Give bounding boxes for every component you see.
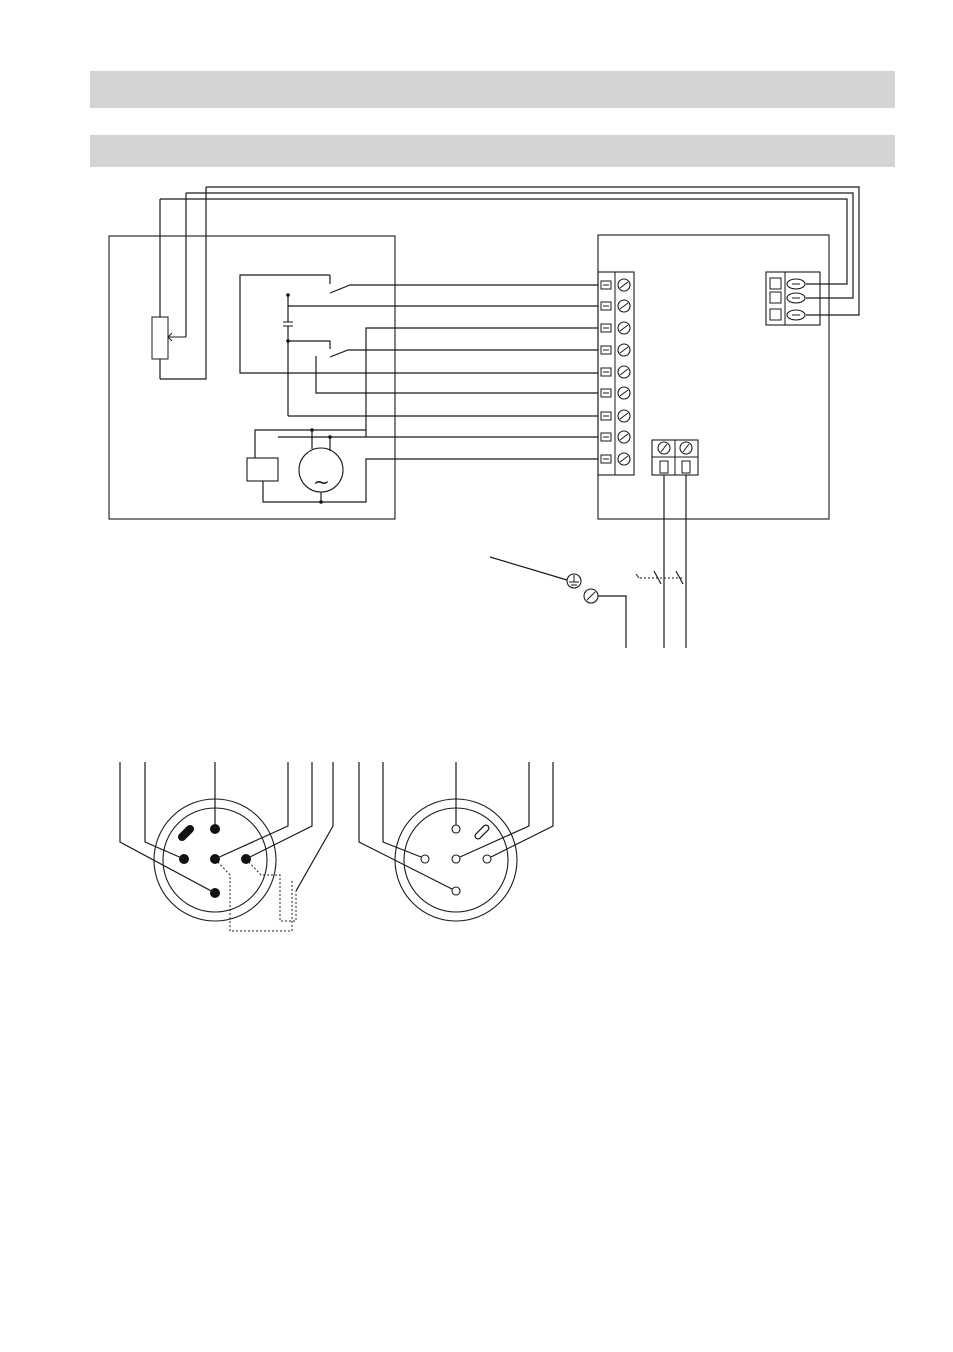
terminal-2 — [600, 299, 631, 313]
control-cable — [160, 186, 860, 316]
section-header-band — [90, 71, 895, 108]
terminal-3 — [600, 321, 631, 335]
terminal-7 — [600, 409, 631, 423]
terminal-block-main — [597, 271, 635, 476]
terminal-block-control — [765, 271, 821, 326]
left-unit-housing — [108, 235, 396, 520]
right-unit-housing — [597, 234, 830, 520]
terminal-8 — [600, 430, 631, 444]
right-unit — [597, 234, 830, 520]
switch-icon — [635, 570, 684, 585]
relay-coil — [246, 457, 279, 482]
xlr-female-icon — [119, 762, 334, 932]
motor-icon: ~ — [298, 447, 344, 494]
capacitor-icon — [283, 321, 293, 327]
control-terminal-1 — [769, 277, 806, 290]
terminal-4 — [600, 343, 631, 357]
subsection-header-band — [90, 135, 895, 167]
motor-circuit: ~ — [246, 327, 598, 504]
terminal-9 — [600, 452, 631, 466]
terminal-6 — [600, 386, 631, 400]
mains-terminal-1 — [657, 441, 671, 474]
mains-terminal-2 — [679, 441, 693, 474]
control-terminal-3 — [769, 308, 806, 321]
potentiometer-icon — [151, 187, 207, 380]
left-unit: ~ — [108, 187, 598, 520]
mains-feed — [489, 475, 687, 648]
control-terminal-2 — [769, 291, 806, 304]
terminal-block-mains — [651, 439, 699, 476]
terminal-5 — [600, 365, 631, 379]
motor-glyph: ~ — [313, 470, 330, 494]
ground-icon — [566, 573, 582, 589]
terminal-1 — [600, 278, 631, 292]
switch-network — [239, 274, 598, 417]
xlr-male-icon — [358, 762, 554, 922]
